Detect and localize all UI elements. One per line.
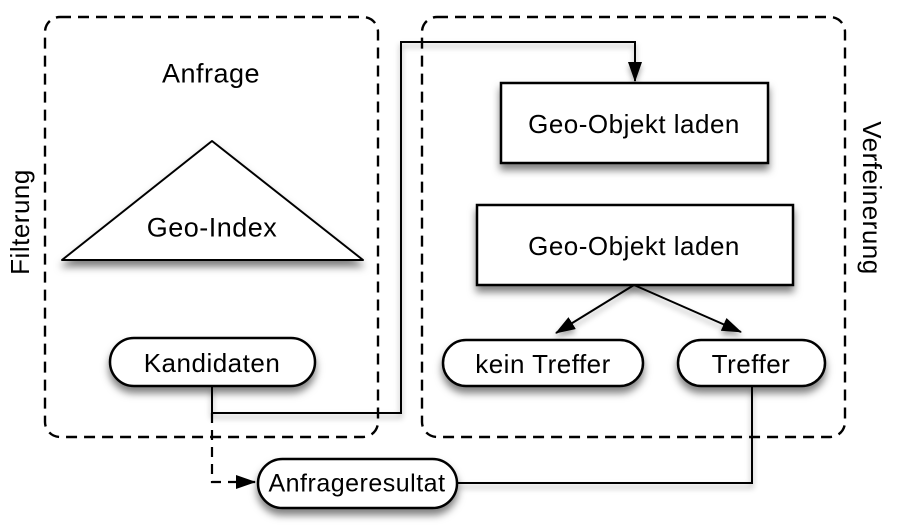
kandidaten-label: Kandidaten bbox=[143, 348, 281, 378]
verfeinerung-section-label: Verfeinerung bbox=[857, 121, 887, 275]
geo-objekt-laden-1-box bbox=[499, 81, 770, 165]
geo-index-label: Geo-Index bbox=[146, 212, 278, 243]
treffer-label: Treffer bbox=[711, 349, 791, 379]
verfeinerung-section-frame bbox=[420, 15, 847, 439]
geo-index-triangle bbox=[61, 140, 364, 261]
connector-laden2-to-treffer bbox=[633, 284, 742, 333]
connector-kandidaten-to-laden1 bbox=[211, 41, 642, 414]
anfrageresultat-label: Anfrageresultat bbox=[268, 469, 446, 498]
geo-objekt-laden-2-box bbox=[475, 203, 795, 287]
kein-treffer-pill bbox=[441, 338, 645, 388]
connector-laden2-to-keintreffer bbox=[555, 284, 635, 334]
treffer-pill bbox=[676, 338, 827, 388]
geo-objekt-laden-2-label: Geo-Objekt laden bbox=[528, 231, 740, 261]
anfrage-label: Anfrage bbox=[161, 58, 261, 89]
kein-treffer-label: kein Treffer bbox=[475, 349, 611, 379]
anfrageresultat-pill bbox=[256, 457, 459, 510]
geo-objekt-laden-1-label: Geo-Objekt laden bbox=[528, 109, 740, 139]
connector-kandidaten-to-anfrageresultat-dashed bbox=[210, 413, 256, 489]
filterung-section-label: Filterung bbox=[5, 169, 35, 275]
connector-treffer-to-anfrageresultat bbox=[457, 386, 753, 484]
kandidaten-pill bbox=[108, 336, 317, 388]
